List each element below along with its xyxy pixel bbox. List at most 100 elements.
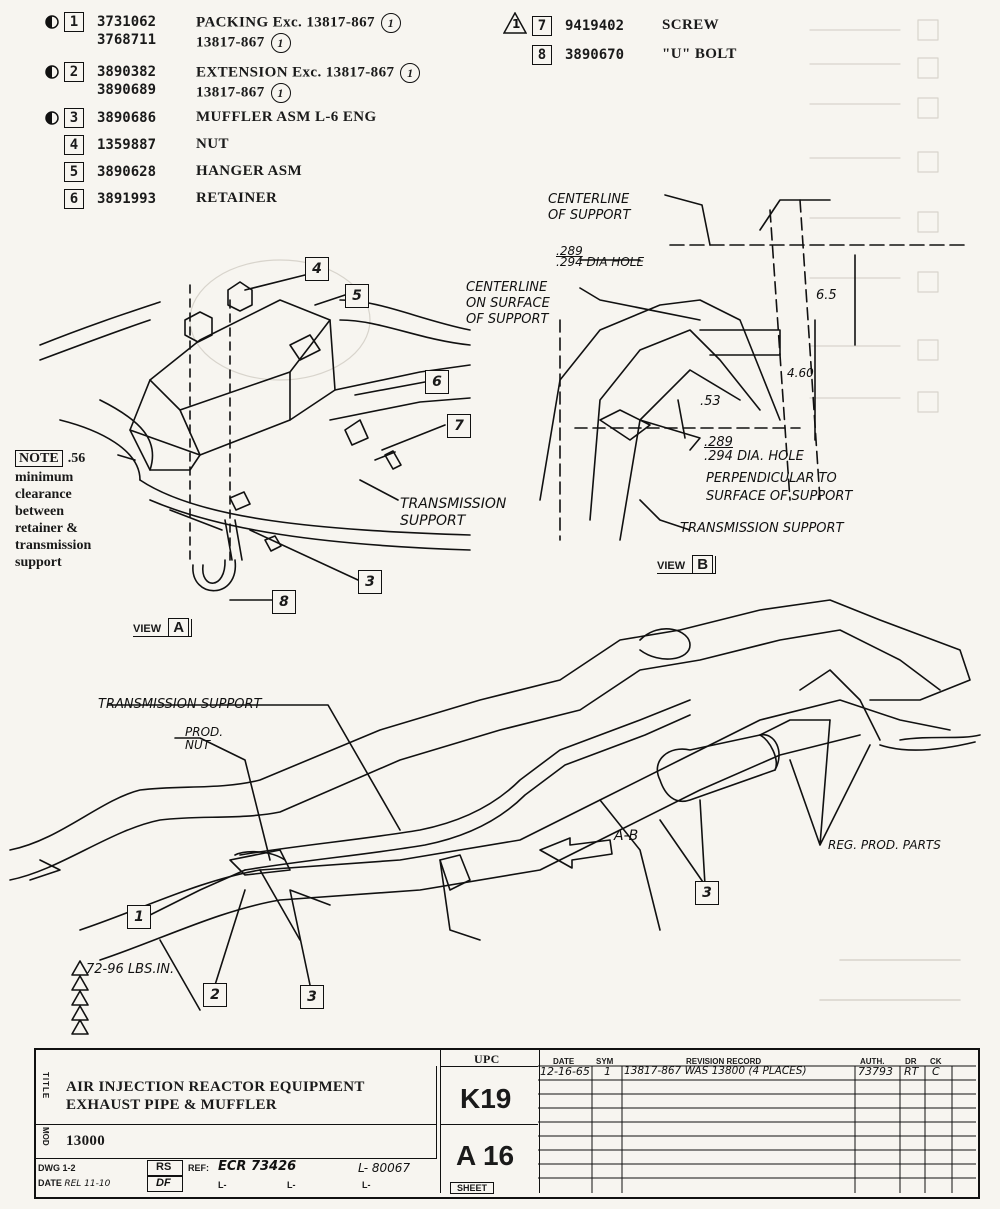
part-description: "U" BOLT	[662, 46, 737, 62]
half-circle-marker-icon	[45, 111, 59, 125]
perpendicular-label: PERPENDICULAR TO SURFACE OF SUPPORT	[706, 471, 853, 504]
main-transmission-support-label: TRANSMISSION SUPPORT	[98, 697, 262, 712]
ref-label: REF:	[188, 1163, 209, 1173]
df-box	[147, 1176, 183, 1192]
dimension-6-5: 6.5	[816, 288, 837, 303]
view-b-transmission-support-label: TRANSMISSION SUPPORT	[680, 521, 844, 536]
callout-3-main-right: 3	[695, 881, 719, 905]
upc-header: UPC	[474, 1052, 500, 1066]
rev-header-sym: SYM	[596, 1057, 614, 1066]
part-code-alt: 3890689	[97, 82, 157, 98]
rs-box	[147, 1160, 183, 1176]
callout-7: 7	[447, 414, 471, 438]
part-description: HANGER ASM	[196, 163, 303, 179]
callout-6: 6	[425, 370, 449, 394]
part-code: 3890686	[97, 110, 157, 126]
drawing-title-line1: AIR INJECTION REACTOR EQUIPMENT	[66, 1079, 365, 1095]
rev-header-record: REVISION RECORD	[686, 1057, 762, 1066]
part-code: 3890628	[97, 164, 157, 180]
dimension-53: .53	[700, 394, 721, 409]
view-a-label: VIEW A	[133, 618, 193, 637]
rev-row-sym: 1	[604, 1065, 611, 1078]
part-code: 3890670	[565, 47, 625, 63]
view-a-drawing	[39, 274, 471, 601]
l-blank-3: L-	[362, 1180, 371, 1190]
l-value: L- 80067	[358, 1161, 411, 1175]
title-cell	[36, 1066, 437, 1125]
note-value: .56	[67, 451, 86, 466]
note-block: NOTE .56 minimum clearance between retai…	[15, 447, 91, 571]
part-number-box: 2	[64, 62, 84, 82]
view-b-letter: B	[692, 555, 714, 574]
part-description: RETAINER	[196, 190, 278, 206]
main-view-drawing	[9, 599, 981, 1035]
part-number-box: 4	[64, 135, 84, 155]
part-code: 3731062	[97, 14, 157, 30]
centerline-of-support-label: CENTERLINE OF SUPPORT	[548, 192, 631, 223]
note-label: NOTE	[15, 450, 63, 467]
revision-circle: 1	[400, 63, 421, 83]
part-number-box: 5	[64, 162, 84, 182]
rev-header-date: DATE	[553, 1057, 575, 1066]
revision-circle: 1	[270, 83, 291, 103]
callout-4: 4	[305, 257, 329, 281]
rev-header-ck: CK	[930, 1057, 942, 1066]
rev-row-date: 12-16-65	[540, 1065, 590, 1078]
rev-header-auth: AUTH.	[860, 1057, 885, 1066]
l-blank-2: L-	[287, 1180, 296, 1190]
df-value: DF	[156, 1177, 171, 1189]
mod-side-label: MOD	[41, 1127, 50, 1146]
view-b-drawing	[539, 194, 971, 541]
rev-row-dr: RT	[904, 1065, 919, 1078]
upc-divider	[440, 1066, 538, 1067]
upc-code: K19	[460, 1083, 512, 1114]
part-description: SCREW	[662, 17, 720, 33]
part-number-box: 1	[64, 12, 84, 32]
part-description: NUT	[196, 136, 229, 152]
part-number-box: 8	[532, 45, 552, 65]
rev-header-dr: DR	[905, 1057, 917, 1066]
part-number-box: 3	[64, 108, 84, 128]
revision-circle: 1	[380, 13, 401, 33]
centerline-on-surface-label: CENTERLINE ON SURFACE OF SUPPORT	[466, 280, 550, 327]
dwg-label: DWG 1-2	[38, 1163, 76, 1173]
part-number-box: 6	[64, 189, 84, 209]
reg-prod-parts-label: REG. PROD. PARTS	[828, 838, 941, 852]
part-code: 1359887	[97, 137, 157, 153]
rev-row-record: 13817-867 WAS 13800 (4 PLACES)	[624, 1065, 807, 1077]
note-text: minimum clearance between retainer & tra…	[15, 470, 92, 570]
prod-nut-label: PROD. NUT	[185, 725, 224, 752]
dia-hole-bottom-label: .289 .294 DIA. HOLE	[704, 435, 804, 464]
transmission-support-label: TRANSMISSION SUPPORT	[400, 496, 507, 529]
sheet-label: SHEET	[450, 1182, 495, 1194]
rev-row-ck: C	[932, 1065, 940, 1078]
callout-2: 2	[203, 983, 227, 1007]
part-code: 9419402	[565, 18, 625, 34]
sheet-divider	[440, 1124, 538, 1125]
sheet-code: A 16	[456, 1140, 515, 1171]
part-code: 3890382	[97, 64, 157, 80]
date-label: DATE REL 11-10	[38, 1178, 111, 1189]
ref-value: ECR 73426	[218, 1159, 297, 1174]
callout-1: 1	[127, 905, 151, 929]
part-description: MUFFLER ASM L-6 ENG	[196, 109, 377, 125]
view-a-letter: A	[168, 618, 190, 637]
drawing-title-line2: EXHAUST PIPE & MUFFLER	[66, 1097, 277, 1113]
callout-3: 3	[358, 570, 382, 594]
revision-flag-icon: 1	[503, 12, 527, 34]
arrow-a-b-label: A-B	[614, 828, 639, 844]
half-circle-marker-icon	[45, 65, 59, 79]
callout-5: 5	[345, 284, 369, 308]
callout-3-main-left: 3	[300, 985, 324, 1009]
view-b-label: VIEW B	[657, 555, 717, 574]
dimension-4-60: 4.60	[787, 366, 814, 380]
part-code: 3891993	[97, 191, 157, 207]
part-number-box: 7	[532, 16, 552, 36]
mod-value: 13000	[66, 1133, 105, 1149]
